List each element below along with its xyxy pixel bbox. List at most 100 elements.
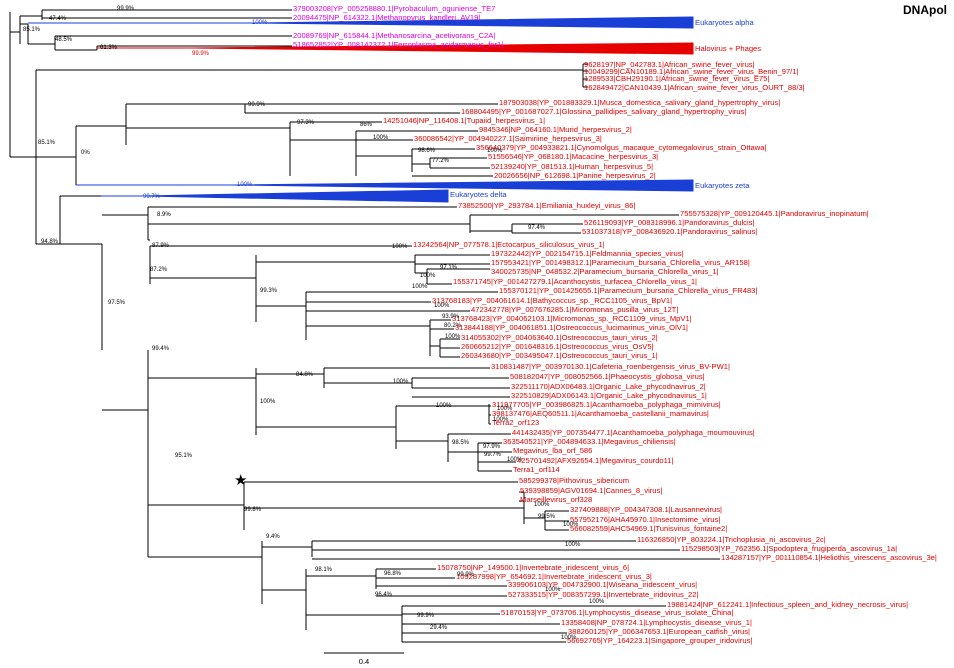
support-value: 9.4% <box>266 534 280 540</box>
leaf-label: 109287998|YP_654692.1|Invertebrate_iride… <box>456 572 652 581</box>
scale-bar-label: 0.4 <box>359 657 369 666</box>
support-value: 97.1% <box>440 265 458 271</box>
support-value: 77.2% <box>432 158 450 164</box>
leaf-label: 187903038|YP_001883329.1|Musca_domestica… <box>499 98 780 107</box>
leaf-label: 1289533|CBH29190.1|African_swine_fever_v… <box>584 74 769 83</box>
support-value: 99.9% <box>457 572 475 578</box>
leaf-label: 340025735|NP_048532.2|Paramecium_bursari… <box>491 267 719 276</box>
support-value: 97.5% <box>108 300 126 306</box>
support-value: 100% <box>493 417 509 423</box>
clade-support: 100% <box>237 182 253 188</box>
figure-title: DNApol <box>903 3 947 17</box>
leaf-label: 51870153|YP_073706.1|Lymphocystis_diseas… <box>501 608 733 617</box>
leaf-label: 566082559|AHC54969.1|Tunisvirus_fontaine… <box>570 524 727 533</box>
support-value: 100% <box>589 599 605 605</box>
support-value: 100% <box>436 403 452 409</box>
support-value: 99.8% <box>244 507 262 513</box>
leaf-label: 155371745|YP_001427279.1|Acanthocystis_t… <box>453 277 697 286</box>
leaf-label: 73852500|YP_293784.1|Emiliania_huxleyi_v… <box>458 201 635 210</box>
leaf-labels: 379003208|YP_005258880.1|Pyrobaculum_ogu… <box>293 4 937 645</box>
support-value: 97.4% <box>528 225 546 231</box>
support-value: 98.1% <box>315 567 333 573</box>
leaf-label: 527333515|YP_008357299.1|Invertebrate_ir… <box>508 590 698 599</box>
support-value: 98.6% <box>418 148 436 154</box>
clade-support: 99.7% <box>143 194 161 200</box>
leaf-label: 526119093|YP_008318996.1|Pandoravirus_du… <box>584 218 754 227</box>
support-value: 29.4% <box>430 625 448 631</box>
support-value: 94.8% <box>41 239 59 245</box>
leaf-label: 13242564|NP_077578.1|Ectocarpus_siliculo… <box>413 240 605 249</box>
leaf-label: 531037318|YP_008436920.1|Pandoravirus_sa… <box>582 227 757 236</box>
leaf-label: 9628197|NP_042783.1|African_swine_fever_… <box>584 60 755 69</box>
support-value: 100% <box>545 587 561 593</box>
support-value: 100% <box>393 379 409 385</box>
support-value: 100% <box>534 502 550 508</box>
leaf-label: 311977705|YP_003986825.1|Acanthamoeba_po… <box>492 400 721 409</box>
leaf-label: 155370121|YP_001425655.1|Paramecium_burs… <box>499 286 757 295</box>
support-value: 99.9% <box>417 613 435 619</box>
leaf-label: 508182047|YP_008052566.1|Phaeocystis_glo… <box>510 372 705 381</box>
leaf-label: Megavirus_lba_orf_586 <box>513 446 592 455</box>
leaf-label: 20094475|NP_614322.1|Methanopyrus_kandle… <box>293 13 480 22</box>
support-value: 100% <box>487 148 503 154</box>
leaf-label: 116326850|YP_803224.1|Trichoplusia_ni_as… <box>637 535 826 544</box>
leaf-label: 539398859|AGV01694.1|Cannes_8_virus| <box>520 486 662 495</box>
clade-support: 99.9% <box>192 51 210 57</box>
collapsed-clade-wedge <box>251 16 694 29</box>
support-value: 96.4% <box>375 592 393 598</box>
clade-support: 100% <box>252 20 268 26</box>
leaf-label: Marseillevirus_orf328 <box>520 495 592 504</box>
support-value: 99.3% <box>260 288 278 294</box>
support-value: 47.4% <box>49 16 67 22</box>
leaf-label: 56692765|YP_164223.1|Singapore_grouper_i… <box>567 636 752 645</box>
leaf-label: 398137476|AEQ60511.1|Acanthamoeba_castel… <box>492 409 709 418</box>
support-value: 48.5% <box>55 37 73 43</box>
clade-label: Halovirus + Phages <box>695 44 761 53</box>
support-value: 85.1% <box>23 27 41 33</box>
leaf-label: 379003208|YP_005258880.1|Pyrobaculum_ogu… <box>293 4 495 13</box>
leaf-label: 360086542|YP_004940227.1|Saimiriine_herp… <box>414 134 602 143</box>
support-value: 93.9% <box>442 314 460 320</box>
support-value: 96.8% <box>384 571 402 577</box>
leaf-label: 585299378|Pithovirus_sibericum <box>519 476 629 485</box>
support-value: 100% <box>507 457 523 463</box>
leaf-label: 322510829|ADX06143.1|Organic_Lake_phycod… <box>511 391 707 400</box>
leaf-label: 472342778|YP_007676285.1|Micromonas_pusi… <box>471 305 678 314</box>
leaf-label: 327409888|YP_004347308.1|Lausannevirus| <box>570 505 722 514</box>
support-value: 100% <box>445 334 461 340</box>
tree-branches <box>9 9 720 643</box>
support-value: 61.3% <box>100 45 118 51</box>
leaf-label: 20089769|NP_615844.1|Methanosarcina_acet… <box>293 31 495 40</box>
leaf-label: 52139240|YP_081513.1|Human_herpesvirus_5… <box>491 162 653 171</box>
clade-label: Eukaryotes alpha <box>695 18 754 27</box>
support-value: 99.9% <box>117 6 135 12</box>
leaf-label: 115298503|YP_762356.1|Spodoptera_frugipe… <box>681 544 897 553</box>
support-value: 85.1% <box>38 140 56 146</box>
support-value: 99.4% <box>152 346 170 352</box>
support-value: 98.5% <box>452 440 470 446</box>
leaf-label: 13358408|NP_078724.1|Lymphocystis_diseas… <box>561 618 752 627</box>
leaf-label: 425701492|AFX92654.1|Megavirus_courdo11| <box>517 456 674 465</box>
leaf-label: 260343680|YP_003495047.1|Ostreococcus_ta… <box>461 351 658 360</box>
leaf-label: 168804495|YP_001687027.1|Glossina_pallid… <box>461 107 746 116</box>
support-value: 97.9% <box>483 444 501 450</box>
leaf-label: 51556546|YP_068180.1|Macacine_herpesviru… <box>488 152 658 161</box>
support-value: 100% <box>260 399 276 405</box>
leaf-label: 15078750|NP_149500.1|Invertebrate_irides… <box>437 563 629 572</box>
leaf-label: 14251046|NP_116408.1|Tupaiid_herpesvirus… <box>383 116 545 125</box>
leaf-label: 157953421|YP_001498312.1|Paramecium_burs… <box>491 258 750 267</box>
collapsed-clade-wedge <box>191 42 694 55</box>
support-value: 100% <box>392 244 408 250</box>
support-value: 86% <box>360 122 373 128</box>
leaf-label: 162849472|CAN10439.1|African_swine_fever… <box>584 83 805 92</box>
support-value: 100% <box>434 303 450 309</box>
leaf-label: 322511170|ADX06483.1|Organic_Lake_phycod… <box>511 382 706 391</box>
leaf-label: 557952176|AHA45970.1|Insectomime_virus| <box>570 515 720 524</box>
leaf-label: 363540521|YP_004894633.1|Megavirus_chili… <box>503 437 676 446</box>
support-value: 100% <box>497 406 513 412</box>
leaf-label: 314055302|YP_004063640.1|Ostreococcus_ta… <box>461 333 658 342</box>
star-marker-icon: ★ <box>234 473 247 489</box>
support-value: 87.2% <box>150 267 168 273</box>
support-value: 99.7% <box>484 452 502 458</box>
collapsed-clade-wedge <box>142 189 449 203</box>
